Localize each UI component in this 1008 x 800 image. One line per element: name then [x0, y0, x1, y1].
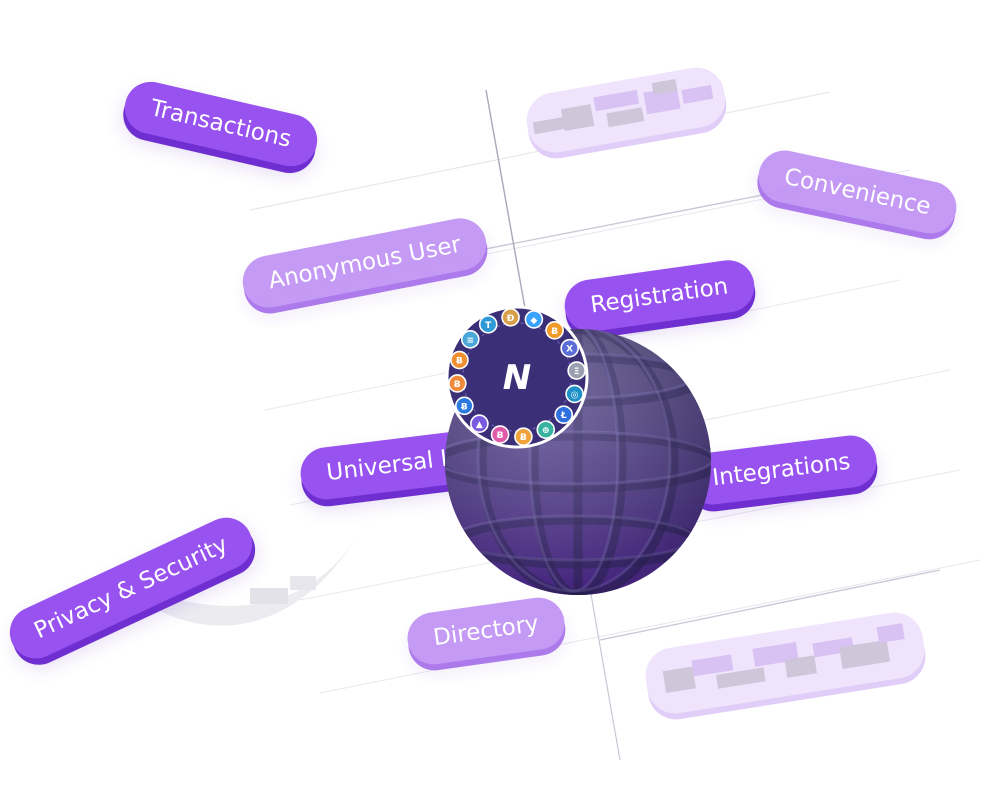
coin-icon [448, 374, 467, 393]
coin-icon [545, 320, 564, 340]
coin-icon [501, 308, 520, 327]
grid-line [319, 559, 981, 694]
grid-line [599, 569, 941, 641]
faint-swoosh [158, 538, 356, 626]
coin-glyph: Ƀ [520, 433, 527, 443]
coin-glyph: Ƀ [461, 402, 468, 412]
logo-icon: N [503, 358, 531, 398]
coin-icon [460, 330, 480, 349]
coin-icon [536, 420, 556, 439]
coin-glyph: Ƀ [497, 431, 504, 441]
grid-line [249, 91, 831, 211]
logo-badge: N TƉ◆ɃXΞ◎Ł⊕ɃɃ▲ɃɃɃ≡ [445, 305, 589, 449]
coin-icon [554, 405, 574, 424]
coin-glyph: Ł [560, 411, 567, 421]
coin-glyph: X [566, 345, 573, 355]
badge-disc [445, 305, 589, 449]
coin-icon [478, 315, 498, 334]
coin-glyph: ◎ [571, 390, 579, 400]
coin-glyph: Ɖ [507, 314, 515, 324]
coin-icon [567, 361, 586, 380]
coin-icon [560, 338, 579, 358]
coin-glyph: ▲ [476, 420, 483, 430]
coin-glyph: T [485, 321, 492, 331]
coin-icon [455, 396, 474, 416]
coin-icon [470, 414, 489, 434]
coin-glyph: Ƀ [456, 357, 463, 367]
coin-icon [565, 384, 584, 404]
coin-icon [514, 427, 533, 446]
coin-glyph: ≡ [467, 336, 475, 346]
coin-glyph: ◆ [530, 316, 537, 326]
coin-glyph: ⊕ [542, 426, 550, 436]
coin-icon [524, 310, 544, 329]
coin-ring: TƉ◆ɃXΞ◎Ł⊕ɃɃ▲ɃɃɃ≡ [448, 308, 586, 446]
coin-glyph: Ƀ [454, 380, 461, 390]
coin-icon [490, 425, 510, 444]
coin-glyph: Ξ [574, 367, 580, 377]
coin-glyph: Ƀ [551, 327, 558, 337]
coin-icon [450, 350, 469, 370]
